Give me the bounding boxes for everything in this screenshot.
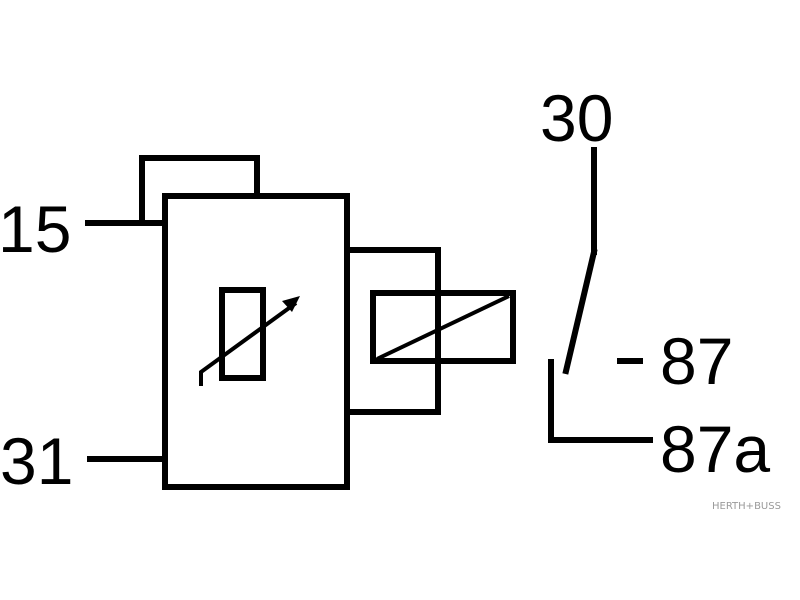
top-loop-wire (139, 155, 260, 225)
resistor-body (219, 287, 266, 381)
terminal-30-label: 30 (540, 81, 613, 155)
switch-contact-icon (548, 147, 653, 443)
variable-resistor-icon (199, 287, 300, 386)
watermark-text: HERTH+BUSS (712, 501, 781, 512)
control-housing (162, 193, 350, 490)
terminal-87a-lead (548, 359, 653, 443)
switch-blade-angled (562, 248, 598, 375)
terminal-31-label: 31 (0, 424, 73, 498)
terminal-87-label: 87 (660, 324, 733, 398)
resistor-adjust-arrow (199, 301, 298, 386)
terminal-87a-label: 87a (660, 412, 770, 486)
coil-connection-loop (344, 247, 441, 415)
terminal-15-label: 15 (0, 192, 71, 266)
relay-coil-diagonal (376, 294, 510, 361)
resistor-arrowhead (282, 296, 300, 312)
relay-coil-body (370, 290, 516, 364)
relay-coil-icon (370, 290, 516, 364)
